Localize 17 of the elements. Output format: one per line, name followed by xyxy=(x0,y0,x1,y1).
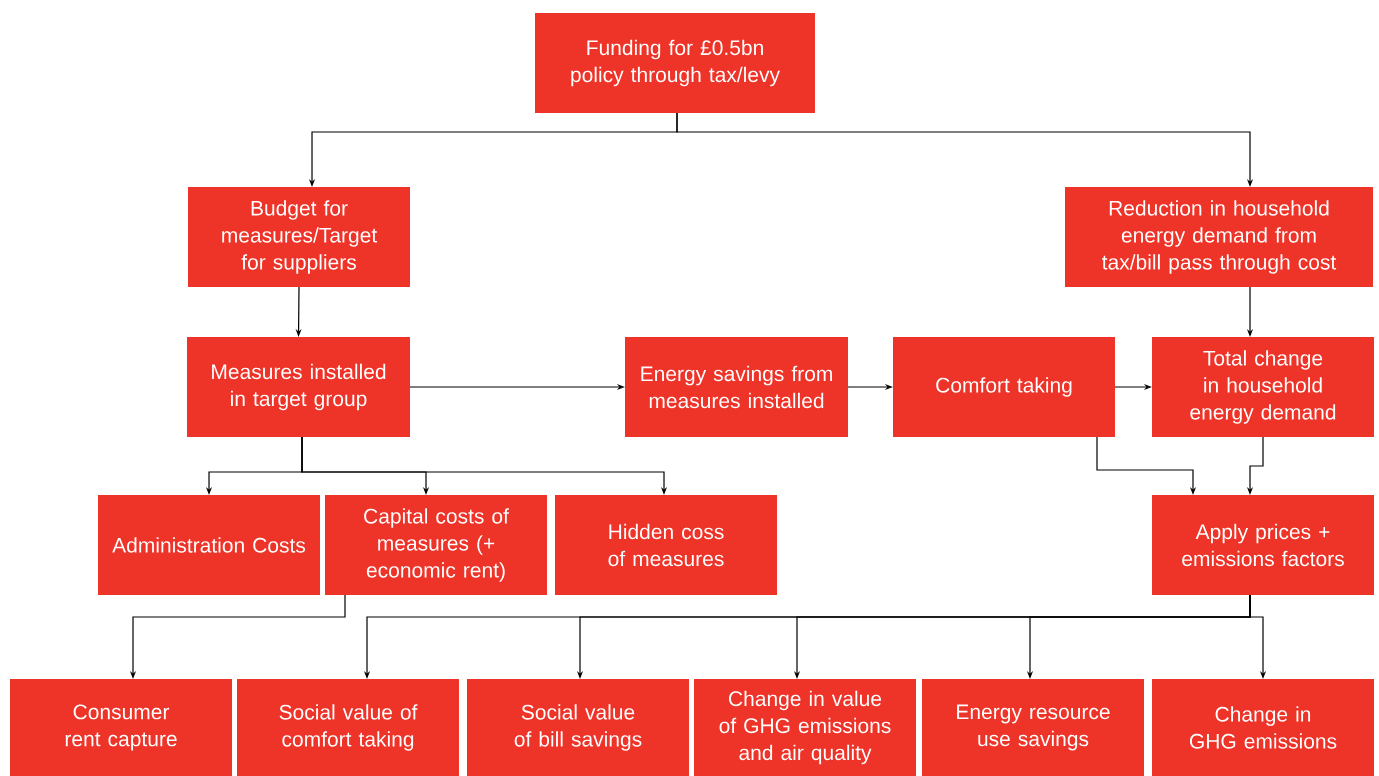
process-box: Hidden coss of measures xyxy=(555,495,777,595)
process-box: Social value of comfort taking xyxy=(237,679,459,776)
process-box: Administration Costs xyxy=(98,495,320,595)
process-box: Consumer rent capture xyxy=(10,679,232,776)
process-box: Energy resource use savings xyxy=(922,679,1144,776)
process-box: Change in value of GHG emissions and air quality xyxy=(694,679,916,776)
process-box: Energy savings from measures installed xyxy=(625,337,848,437)
process-box: Comfort taking xyxy=(893,337,1115,437)
process-box: Measures installed in target group xyxy=(187,337,410,437)
process-box: Reduction in household energy demand from tax/bill pass through cost xyxy=(1065,187,1373,287)
process-box: Capital costs of measures (+ economic rent) xyxy=(325,495,547,595)
process-box: Apply prices + emissions factors xyxy=(1152,495,1374,595)
process-box: Social value of bill savings xyxy=(467,679,689,776)
process-box: Funding for £0.5bn policy through tax/levy xyxy=(535,13,815,113)
process-box: Change in GHG emissions xyxy=(1152,679,1374,776)
process-box: Budget for measures/Target for suppliers xyxy=(188,187,410,287)
process-box: Total change in household energy demand xyxy=(1152,337,1374,437)
